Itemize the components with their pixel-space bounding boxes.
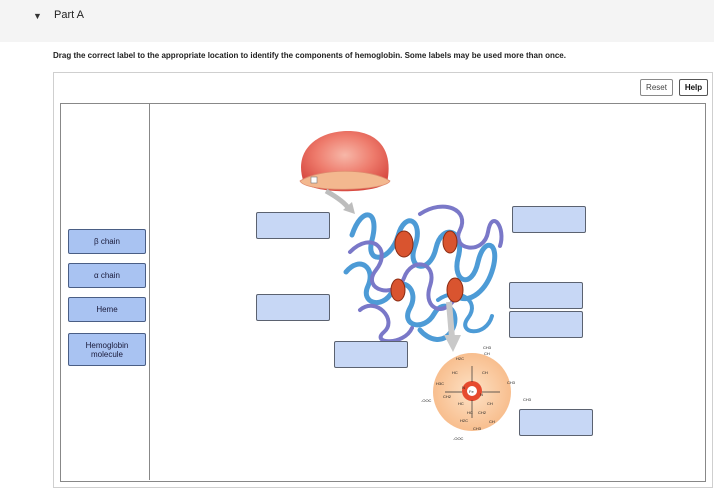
svg-text:CH3: CH3 bbox=[473, 426, 482, 431]
svg-text:CH: CH bbox=[487, 401, 493, 406]
svg-text:H2C: H2C bbox=[460, 418, 468, 423]
svg-text:H2C: H2C bbox=[456, 356, 464, 361]
svg-text:-OOC: -OOC bbox=[453, 436, 464, 441]
heme-structure: CH3 CH H2C HC CH H3C CH3 N Fe N CH3 HC C… bbox=[421, 345, 532, 441]
svg-text:N: N bbox=[480, 392, 483, 397]
zoom-arrow-icon bbox=[324, 188, 355, 214]
drop-target-4[interactable] bbox=[509, 282, 583, 309]
question-prompt: Drag the correct label to the appropriat… bbox=[53, 51, 566, 60]
svg-text:H3C: H3C bbox=[436, 381, 444, 386]
label-beta-chain[interactable]: β chain bbox=[68, 229, 146, 254]
svg-text:HC: HC bbox=[458, 401, 464, 406]
red-blood-cell bbox=[299, 131, 391, 192]
svg-text:CH2: CH2 bbox=[478, 410, 487, 415]
svg-text:CH: CH bbox=[482, 370, 488, 375]
zoom-arrow-icon bbox=[444, 301, 461, 352]
svg-text:CH2: CH2 bbox=[443, 394, 452, 399]
hemoglobin-ribbon bbox=[343, 204, 504, 344]
svg-text:CH3: CH3 bbox=[483, 345, 492, 350]
collapse-caret-icon[interactable]: ▼ bbox=[33, 11, 42, 21]
svg-text:HC: HC bbox=[452, 370, 458, 375]
svg-text:CH: CH bbox=[484, 351, 490, 356]
svg-text:-OOC: -OOC bbox=[421, 398, 432, 403]
part-header: ▼ Part A bbox=[0, 0, 714, 42]
reset-button[interactable]: Reset bbox=[640, 79, 673, 96]
svg-text:CH3: CH3 bbox=[507, 380, 516, 385]
label-alpha-chain[interactable]: α chain bbox=[68, 263, 146, 288]
drop-target-6[interactable] bbox=[334, 341, 408, 368]
drop-target-2[interactable] bbox=[512, 206, 586, 233]
label-bank bbox=[60, 103, 150, 480]
svg-text:Fe: Fe bbox=[469, 389, 474, 394]
svg-text:CH3: CH3 bbox=[523, 397, 532, 402]
svg-text:N: N bbox=[462, 385, 465, 390]
svg-text:CH: CH bbox=[489, 419, 495, 424]
help-button[interactable]: Help bbox=[679, 79, 708, 96]
drop-target-5[interactable] bbox=[509, 311, 583, 338]
label-heme[interactable]: Heme bbox=[68, 297, 146, 322]
drop-target-1[interactable] bbox=[256, 212, 330, 239]
part-title: Part A bbox=[54, 9, 84, 21]
svg-text:HC: HC bbox=[467, 410, 473, 415]
label-hemoglobin-molecule[interactable]: Hemoglobin molecule bbox=[68, 333, 146, 366]
drop-target-7[interactable] bbox=[519, 409, 593, 436]
drop-target-3[interactable] bbox=[256, 294, 330, 321]
